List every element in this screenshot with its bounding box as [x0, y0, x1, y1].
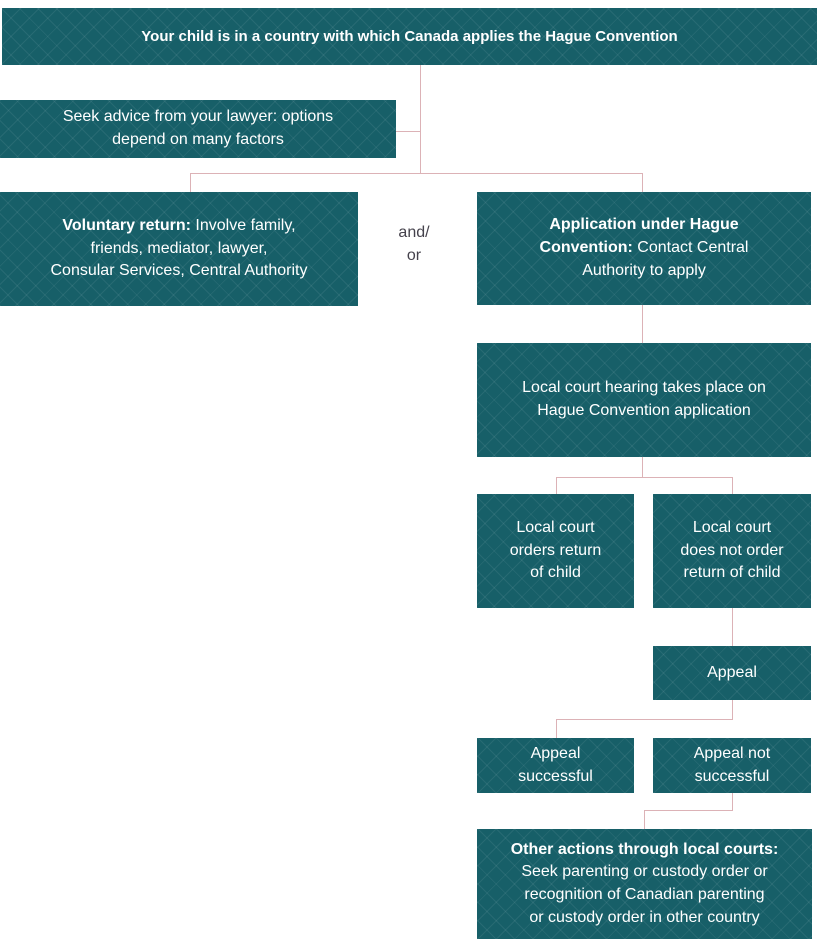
node-appeal-text: Appeal — [707, 663, 757, 681]
connector-hearing-down — [642, 457, 643, 477]
node-local-court-hearing-text: Local court hearing takes place on Hague… — [522, 379, 766, 419]
connector-seek-advice-stub — [396, 131, 420, 132]
node-appeal-successful-text: Appeal successful — [518, 744, 593, 785]
connector-split-horizontal — [190, 173, 643, 174]
node-application-hague-text: Application under Hague Convention: Cont… — [539, 216, 749, 279]
node-court-orders-return: Local court orders return of child — [477, 494, 634, 608]
node-root-hague-country: Your child is in a country with which Ca… — [2, 8, 817, 65]
connector-appeal-split-horizontal — [556, 719, 733, 720]
node-court-no-return: Local court does not order return of chi… — [653, 494, 811, 608]
connector-drop-appeal-successful — [556, 719, 557, 738]
connector-drop-no-return — [732, 477, 733, 494]
node-appeal-successful: Appeal successful — [477, 738, 634, 793]
connector-root-down — [420, 65, 421, 173]
connector-drop-voluntary — [190, 173, 191, 192]
connector-hearing-split-horizontal — [556, 477, 733, 478]
node-court-orders-return-text: Local court orders return of child — [509, 518, 602, 582]
connector-appeal-down — [732, 700, 733, 719]
connector-appeal-fail-horizontal — [644, 810, 733, 811]
node-other-actions-text: Other actions through local courts: Seek… — [510, 840, 779, 926]
node-appeal: Appeal — [653, 646, 811, 700]
node-other-actions: Other actions through local courts: Seek… — [477, 829, 812, 939]
connector-drop-orders-return — [556, 477, 557, 494]
connector-no-return-to-appeal — [732, 608, 733, 646]
node-voluntary-return-text: Voluntary return: Involve family, friend… — [50, 216, 308, 280]
connector-appeal-fail-down — [732, 793, 733, 810]
connector-drop-application — [642, 173, 643, 192]
node-root-text: Your child is in a country with which Ca… — [141, 27, 678, 45]
node-appeal-not-successful: Appeal not successful — [653, 738, 811, 793]
node-voluntary-return: Voluntary return: Involve family, friend… — [0, 192, 358, 306]
node-local-court-hearing: Local court hearing takes place on Hague… — [477, 343, 811, 457]
connector-drop-other-actions — [644, 810, 645, 829]
node-seek-advice-text: Seek advice from your lawyer: options de… — [62, 108, 334, 148]
node-application-hague: Application under Hague Convention: Cont… — [477, 192, 811, 305]
connector-application-to-hearing — [642, 305, 643, 343]
and-or-label: and/ or — [398, 224, 430, 265]
node-court-no-return-text: Local court does not order return of chi… — [680, 518, 784, 582]
node-appeal-not-successful-text: Appeal not successful — [693, 744, 771, 785]
node-seek-advice: Seek advice from your lawyer: options de… — [0, 100, 396, 158]
